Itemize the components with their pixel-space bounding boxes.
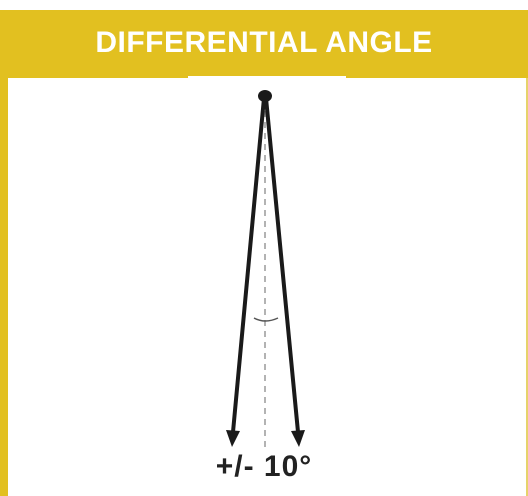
header-banner: DIFFERENTIAL ANGLE [0, 10, 528, 78]
header-title: DIFFERENTIAL ANGLE [95, 26, 433, 59]
left-accent-bar [0, 78, 8, 496]
right-arm-line [264, 96, 300, 434]
header-underline [188, 76, 346, 79]
pivot-dot-icon [258, 90, 272, 102]
left-arrowhead-icon [226, 430, 240, 447]
right-accent-bar [526, 78, 528, 496]
angle-arc [253, 317, 279, 322]
right-arrowhead-icon [291, 430, 305, 447]
left-arm-line [231, 96, 266, 434]
angle-value-label: +/- 10° [215, 450, 313, 483]
